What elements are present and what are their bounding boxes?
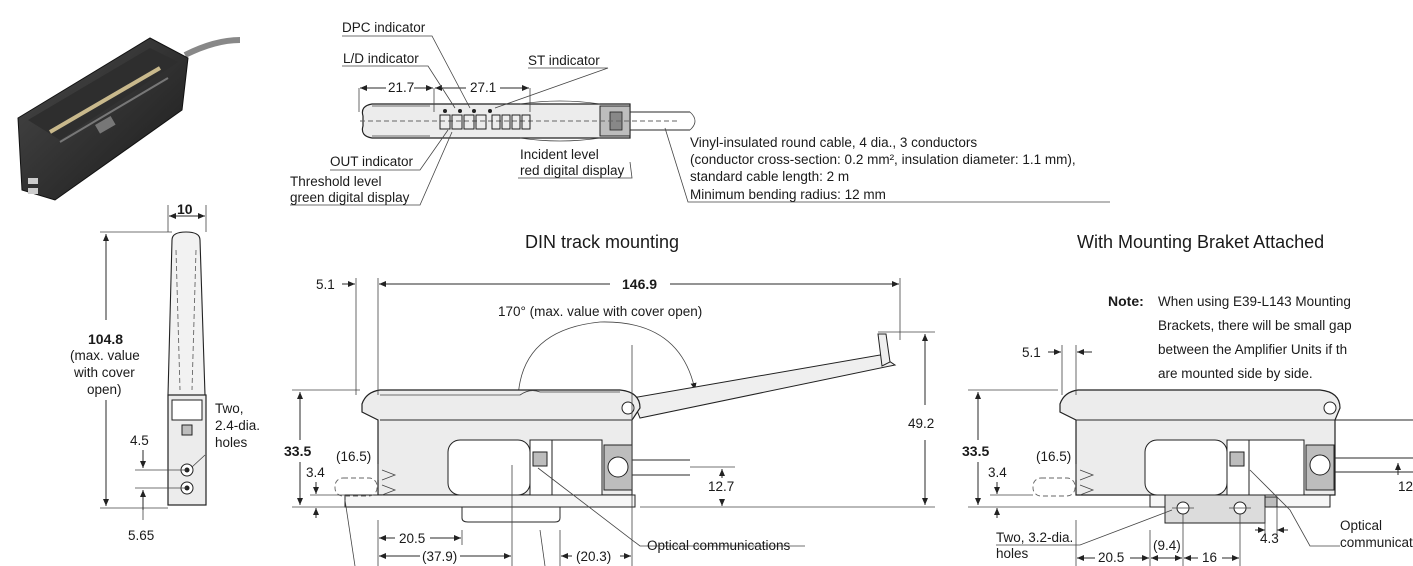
din-dim-12-7: 12.7: [708, 479, 734, 494]
front-holes-3: holes: [215, 435, 248, 450]
bracket-holes-1: Two, 3.2-dia.: [996, 530, 1073, 545]
cable-note-2: (conductor cross-section: 0.2 mm², insul…: [690, 152, 1076, 167]
front-holes-2: 2.4-dia.: [215, 418, 260, 433]
incident-label-1: Incident level: [520, 147, 599, 162]
bracket-dim-9-4: (9.4): [1153, 538, 1181, 553]
din-dim-20-3: (20.3): [576, 549, 611, 564]
bracket-note-2: Brackets, there will be small gap: [1158, 318, 1352, 333]
din-title: DIN track mounting: [525, 232, 679, 252]
bracket-note-4: are mounted side by side.: [1158, 366, 1313, 381]
bracket-note-1: When using E39-L143 Mounting: [1158, 294, 1351, 309]
bracket-note-3: between the Amplifier Units if th: [1158, 342, 1347, 357]
din-offset-dim: 5.1: [316, 277, 335, 292]
st-indicator-label: ST indicator: [528, 53, 600, 68]
din-optical-label: Optical communications: [647, 538, 791, 553]
product-photo: [17, 37, 241, 201]
cable-note-1: Vinyl-insulated round cable, 4 dia., 3 c…: [690, 135, 977, 150]
incident-label-2: red digital display: [520, 163, 625, 178]
front-dim-4-5: 4.5: [130, 433, 149, 448]
bracket-dim-12: 12: [1398, 479, 1413, 494]
bracket-view: [968, 345, 1413, 566]
din-dim-16-5: (16.5): [336, 449, 371, 464]
dim-21-7: 21.7: [388, 80, 414, 95]
bracket-dim-16: 16: [1202, 550, 1217, 565]
front-height-note-2: with cover: [73, 365, 135, 380]
din-dim-3-4: 3.4: [306, 465, 325, 480]
din-dim-20-5: 20.5: [399, 531, 425, 546]
din-view: [292, 278, 935, 566]
bracket-offset-dim: 5.1: [1022, 345, 1041, 360]
dim-27-1: 27.1: [470, 80, 496, 95]
din-angle-label: 170° (max. value with cover open): [498, 304, 702, 319]
threshold-label-1: Threshold level: [290, 174, 382, 189]
front-height-note-1: (max. value: [70, 348, 140, 363]
bracket-optical-2: communicatio: [1340, 535, 1413, 550]
bracket-title: With Mounting Braket Attached: [1077, 232, 1324, 252]
din-dim-49-2: 49.2: [908, 416, 934, 431]
front-holes-1: Two,: [215, 401, 244, 416]
cable-note-3: standard cable length: 2 m: [690, 169, 849, 184]
out-indicator-label: OUT indicator: [330, 154, 414, 169]
bracket-dim-3-4: 3.4: [988, 465, 1007, 480]
din-height-dim: 33.5: [284, 443, 311, 459]
bracket-dim-20-5: 20.5: [1098, 550, 1124, 565]
bracket-dim-4-3: 4.3: [1260, 531, 1279, 546]
digit-displays: [439, 109, 531, 130]
cable-note-4: Minimum bending radius: 12 mm: [690, 187, 886, 202]
dpc-indicator-label: DPC indicator: [342, 20, 426, 35]
bracket-holes-2: holes: [996, 546, 1029, 561]
front-width-dim: 10: [177, 201, 193, 217]
front-height-note-3: open): [87, 382, 122, 397]
front-view: [100, 205, 207, 520]
bracket-optical-1: Optical: [1340, 518, 1382, 533]
front-height-dim: 104.8: [88, 331, 123, 347]
front-dim-5-65: 5.65: [128, 528, 154, 543]
bracket-height-dim: 33.5: [962, 443, 989, 459]
top-view: [290, 35, 1110, 206]
din-length-dim: 146.9: [622, 276, 657, 292]
bracket-note-head: Note:: [1108, 293, 1144, 309]
bracket-dim-16-5: (16.5): [1036, 449, 1071, 464]
din-dim-37-9: (37.9): [422, 549, 457, 564]
threshold-label-2: green digital display: [290, 190, 410, 205]
labels: DPC indicator L/D indicator ST indicator…: [70, 20, 1413, 565]
ld-indicator-label: L/D indicator: [343, 51, 419, 66]
